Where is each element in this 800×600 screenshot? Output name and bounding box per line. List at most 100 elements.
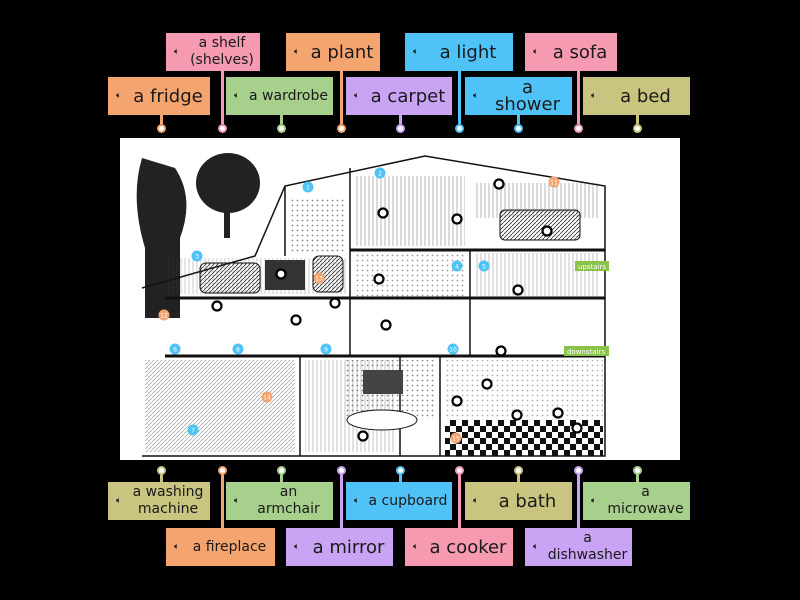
connector-dot: [277, 124, 286, 133]
word-label[interactable]: 🔈︎a wardrobe: [226, 77, 333, 115]
speaker-icon[interactable]: 🔈︎: [354, 91, 360, 101]
label-text: a bed: [620, 85, 671, 107]
number-badge: 11: [548, 176, 560, 188]
number-badge: 1: [302, 181, 314, 193]
label-text: a dishwasher: [547, 530, 628, 563]
svg-text:7: 7: [191, 428, 195, 435]
drop-target-marker[interactable]: [511, 409, 523, 421]
drop-markers[interactable]: [211, 178, 583, 442]
svg-text:12: 12: [160, 313, 168, 320]
drop-target-marker[interactable]: [481, 378, 493, 390]
drop-target-marker[interactable]: [211, 300, 223, 312]
number-badge: 2: [374, 167, 386, 179]
label-connector: [160, 472, 163, 484]
downstairs-tag: downstairs: [564, 346, 609, 356]
svg-text:6: 6: [173, 347, 177, 354]
label-connector: [399, 107, 402, 124]
svg-text:14: 14: [263, 395, 271, 402]
label-connector: [280, 107, 283, 124]
svg-text:11: 11: [550, 180, 558, 187]
number-badge: 12: [158, 309, 170, 321]
speaker-icon[interactable]: 🔈︎: [533, 47, 539, 57]
word-label[interactable]: 🔈︎ a washing machine: [108, 482, 210, 520]
label-text: a cupboard: [368, 492, 448, 509]
word-label[interactable]: 🔈︎a mirror: [286, 528, 393, 566]
speaker-icon[interactable]: 🔈︎: [234, 496, 240, 506]
connector-dot: [157, 466, 166, 475]
drop-target-marker[interactable]: [290, 314, 302, 326]
drop-target-marker[interactable]: [451, 213, 463, 225]
drop-target-marker[interactable]: [329, 297, 341, 309]
word-label[interactable]: 🔈︎ a light: [405, 33, 513, 71]
speaker-icon[interactable]: 🔈︎: [533, 542, 539, 552]
connector-dot: [218, 466, 227, 475]
label-text: a sofa: [552, 41, 608, 63]
drop-target-marker[interactable]: [493, 178, 505, 190]
speaker-icon[interactable]: 🔈︎: [413, 47, 419, 57]
number-badge: 8: [232, 343, 244, 355]
speaker-icon[interactable]: 🔈︎: [294, 47, 300, 57]
word-label[interactable]: 🔈︎a fireplace: [166, 528, 275, 566]
speaker-icon[interactable]: 🔈︎: [413, 542, 419, 552]
drop-target-marker[interactable]: [373, 273, 385, 285]
label-text: a plant: [310, 41, 374, 63]
drop-target-marker[interactable]: [512, 284, 524, 296]
connector-dot: [396, 466, 405, 475]
drop-target-marker[interactable]: [541, 225, 553, 237]
word-label[interactable]: 🔈︎ a cupboard: [346, 482, 452, 520]
word-label[interactable]: 🔈︎ a cooker: [405, 528, 513, 566]
connector-dot: [157, 124, 166, 133]
number-badge: 13: [313, 272, 325, 284]
speaker-icon[interactable]: 🔈︎: [354, 496, 360, 506]
label-connector: [221, 63, 224, 124]
upstairs-label: upstairs: [578, 263, 606, 271]
word-label[interactable]: 🔈︎a carpet: [346, 77, 452, 115]
speaker-icon[interactable]: 🔈︎: [174, 47, 180, 57]
word-label[interactable]: 🔈︎ a sofa: [525, 33, 617, 71]
word-label[interactable]: 🔈︎a shower: [465, 77, 572, 115]
label-text: a washing machine: [132, 484, 204, 517]
label-text: a light: [439, 41, 497, 63]
speaker-icon[interactable]: 🔈︎: [294, 542, 300, 552]
word-label[interactable]: 🔈︎a shelf (shelves): [166, 33, 260, 71]
connector-dot: [633, 466, 642, 475]
drop-target-marker[interactable]: [380, 319, 392, 331]
drop-target-marker[interactable]: [377, 207, 389, 219]
drop-target-marker[interactable]: [571, 422, 583, 434]
connector-dot: [574, 466, 583, 475]
svg-text:10: 10: [449, 347, 457, 354]
drop-target-marker[interactable]: [495, 345, 507, 357]
speaker-icon[interactable]: 🔈︎: [591, 91, 597, 101]
label-connector: [517, 472, 520, 484]
drop-target-marker[interactable]: [275, 268, 287, 280]
label-connector: [517, 107, 520, 124]
word-label[interactable]: 🔈︎a bath: [465, 482, 572, 520]
drop-target-marker[interactable]: [451, 395, 463, 407]
speaker-icon[interactable]: 🔈︎: [234, 91, 240, 101]
connector-dot: [455, 124, 464, 133]
speaker-icon[interactable]: 🔈︎: [116, 496, 122, 506]
word-label[interactable]: 🔈︎ a bed: [583, 77, 690, 115]
word-label[interactable]: 🔈︎ a dishwasher: [525, 528, 632, 566]
word-label[interactable]: 🔈︎an armchair: [226, 482, 333, 520]
number-badge: 15: [450, 432, 462, 444]
word-label[interactable]: 🔈︎ a microwave: [583, 482, 690, 520]
speaker-icon[interactable]: 🔈︎: [116, 91, 122, 101]
word-label[interactable]: 🔈︎ a plant: [286, 33, 380, 71]
speaker-icon[interactable]: 🔈︎: [473, 496, 479, 506]
word-label[interactable]: 🔈︎a fridge: [108, 77, 210, 115]
svg-text:13: 13: [315, 276, 323, 283]
speaker-icon[interactable]: 🔈︎: [591, 496, 597, 506]
label-connector: [221, 472, 224, 530]
svg-text:9: 9: [324, 347, 328, 354]
number-badge: 7: [187, 424, 199, 436]
speaker-icon[interactable]: 🔈︎: [473, 91, 479, 101]
drop-target-marker[interactable]: [552, 407, 564, 419]
label-text: a cooker: [429, 536, 507, 558]
drop-target-marker[interactable]: [357, 430, 369, 442]
speaker-icon[interactable]: 🔈︎: [174, 542, 180, 552]
label-text: a microwave: [607, 484, 684, 517]
svg-text:5: 5: [482, 264, 486, 271]
